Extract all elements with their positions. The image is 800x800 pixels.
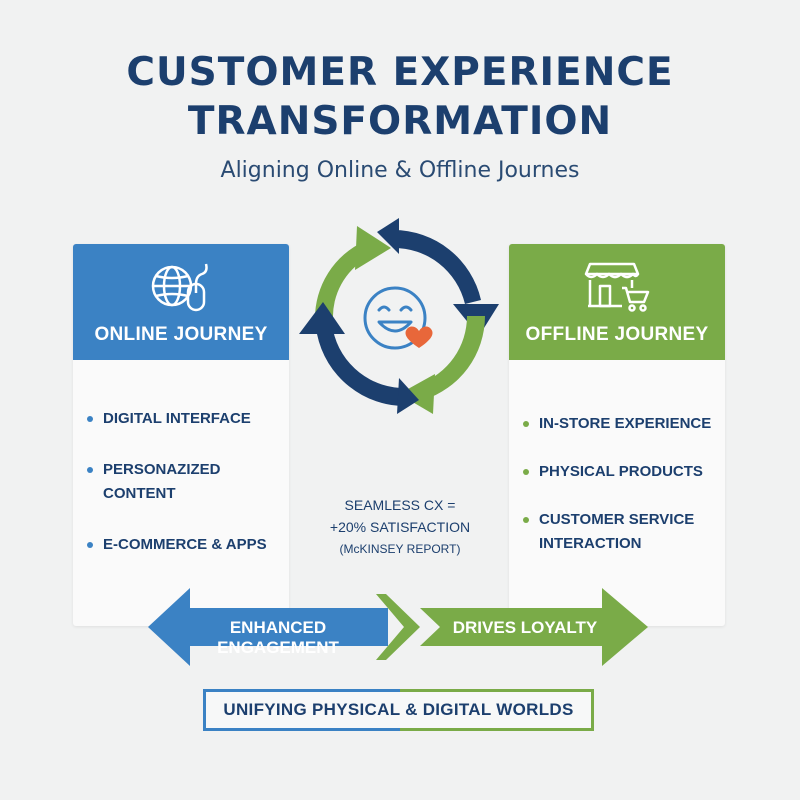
bullet-dot	[87, 542, 93, 548]
globe-mouse-icon	[151, 263, 208, 312]
offline-journey-title: OFFLINE JOURNEY	[525, 324, 709, 345]
online-journey-header: ONLINE JOURNEY	[73, 244, 289, 360]
title-line-1: CUSTOMER EXPERIENCE	[126, 50, 674, 95]
engagement-loyalty-arrows	[148, 588, 648, 666]
list-item: E-COMMERCE & APPS	[73, 533, 289, 557]
bullet-dot	[523, 517, 529, 523]
unifying-banner	[203, 689, 594, 731]
offline-journey-header: OFFLINE JOURNEY	[509, 244, 725, 360]
page-subtitle: Aligning Online & Offline Journes	[220, 158, 580, 183]
list-item: CUSTOMER SERVICE INTERACTION	[509, 508, 725, 556]
stat-line-1: SEAMLESS CX =	[344, 497, 456, 513]
bullet-dot	[523, 469, 529, 475]
list-item: DIGITAL INTERFACE	[73, 407, 289, 431]
unifying-banner-text: UNIFYING PHYSICAL & DIGITAL WORLDS	[223, 700, 574, 719]
banner-border-accent	[400, 689, 594, 731]
offline-journey-list: IN-STORE EXPERIENCE PHYSICAL PRODUCTS CU…	[509, 412, 725, 556]
list-item: PERSONAZIZED CONTENT	[73, 458, 289, 506]
smiley-heart-icon	[363, 286, 433, 350]
list-item: PHYSICAL PRODUCTS	[509, 460, 725, 484]
stat-source: (McKINSEY REPORT)	[339, 542, 461, 556]
bullet-dot	[87, 416, 93, 422]
enhanced-engagement-label: ENHANCED ENGAGEMENT	[217, 618, 339, 657]
drives-loyalty-label: DRIVES LOYALTY	[452, 618, 598, 637]
loyalty-arrow	[420, 588, 648, 666]
engagement-arrow	[148, 588, 388, 666]
cycle-arrows-graphic	[299, 218, 499, 414]
stat-line-2: +20% SATISFACTION	[329, 519, 471, 535]
offline-journey-panel: OFFLINE JOURNEY IN-STORE EXPERIENCE PHYS…	[509, 244, 725, 626]
online-journey-list: DIGITAL INTERFACE PERSONAZIZED CONTENT E…	[73, 407, 289, 557]
bullet-dot	[523, 421, 529, 427]
online-journey-title: ONLINE JOURNEY	[94, 324, 268, 345]
title-line-2: TRANSFORMATION	[187, 99, 613, 144]
storefront-cart-icon	[584, 262, 650, 312]
page-title: CUSTOMER EXPERIENCE TRANSFORMATION	[0, 48, 800, 146]
green-cycle-arrow-bottom	[399, 316, 485, 414]
satisfaction-stat: SEAMLESS CX = +20% SATISFACTION (McKINSE…	[320, 494, 480, 560]
chevron-green-1	[376, 594, 420, 660]
list-item: IN-STORE EXPERIENCE	[509, 412, 725, 436]
green-cycle-arrow-top	[314, 226, 391, 320]
online-journey-panel: ONLINE JOURNEY DIGITAL INTERFACE PERSONA…	[73, 244, 289, 626]
navy-cycle-arrow-bottom	[299, 302, 419, 414]
bullet-dot	[87, 467, 93, 473]
